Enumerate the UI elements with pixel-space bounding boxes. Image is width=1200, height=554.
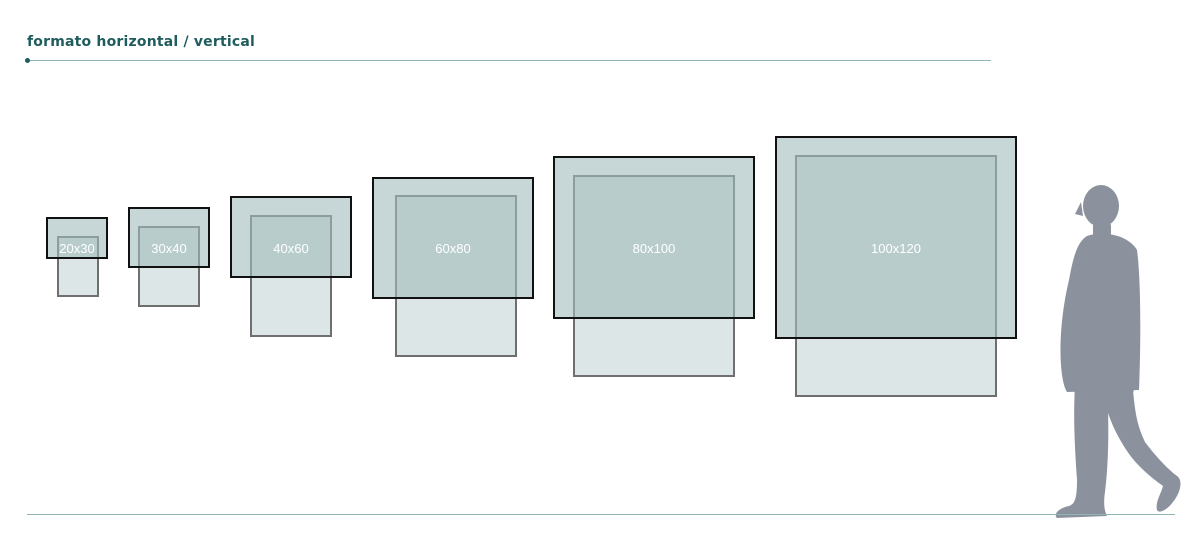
horizontal-frame-30x40: [128, 207, 210, 268]
floor-line: [27, 514, 1175, 515]
horizontal-frame-80x100: [553, 156, 755, 319]
size-label-40x60: 40x60: [273, 241, 309, 256]
title-underline: [27, 60, 991, 61]
horizontal-frame-100x120: [775, 136, 1017, 339]
person-walking-silhouette-icon: [1055, 185, 1181, 518]
page-title: formato horizontal / vertical: [27, 34, 256, 50]
horizontal-frame-20x30: [46, 217, 108, 259]
size-label-80x100: 80x100: [632, 241, 676, 256]
size-label-30x40: 30x40: [151, 241, 187, 256]
size-label-20x30: 20x30: [59, 241, 95, 256]
horizontal-frame-60x80: [372, 177, 534, 299]
size-label-60x80: 60x80: [435, 241, 471, 256]
size-label-100x120: 100x120: [871, 241, 921, 256]
horizontal-frame-40x60: [230, 196, 352, 278]
title-underline-dot: [25, 58, 30, 63]
